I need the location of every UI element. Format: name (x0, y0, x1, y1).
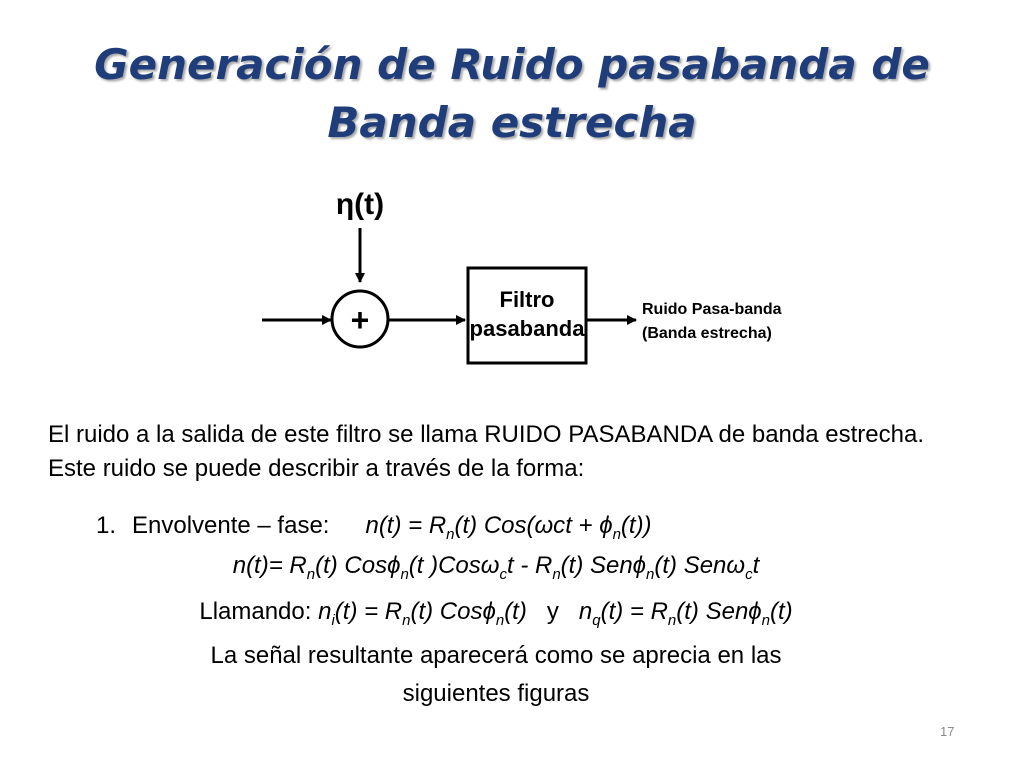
output-label-line-2: (Banda estrecha) (642, 325, 772, 342)
intro-paragraph: El ruido a la salida de este filtro se l… (48, 421, 924, 482)
conclusion-line-2: siguientes figuras (402, 680, 590, 707)
page-number: 17 (940, 724, 955, 739)
in-phase-formula: ni(t) = Rn(t) Cosϕn(t) (318, 598, 527, 629)
quadrature-definition: Llamando: ni(t) = Rn(t) Cosϕn(t) y nq(t)… (96, 594, 896, 639)
conclusion-line-1: La señal resultante aparecerá como se ap… (210, 642, 782, 669)
quadrature-formula: nq(t) = Rn(t) Senϕn(t) (578, 598, 793, 629)
slide-title: Generación de Ruido pasabanda de Banda e… (40, 36, 984, 152)
adder-plus-icon: + (351, 302, 370, 338)
bandpass-filter-box (466, 266, 588, 365)
noise-source-label: η(t) (336, 188, 384, 221)
conjunction: y (546, 598, 559, 625)
title-line-1: Generación de Ruido pasabanda de (94, 40, 930, 89)
filter-label-line-2: pasabanda (470, 316, 586, 341)
expanded-formula: n(t)= Rn(t) Cosϕn(t )Cosωct - Rn(t) Senϕ… (232, 552, 760, 583)
item-number: 1. (96, 512, 117, 539)
filter-label-line-1: Filtro (500, 287, 555, 312)
numbered-item-envolvente: 1. Envolvente – fase: n(t) = Rn(t) Cos(ωct… (96, 510, 652, 551)
item-label: Envolvente – fase: (132, 512, 330, 539)
envelope-phase-formula: n(t) = Rn(t) Cos(ωct + ϕn(t)) (365, 512, 652, 543)
llamando-label: Llamando: (199, 598, 312, 625)
title-line-2: Banda estrecha (327, 98, 697, 147)
output-label-line-1: Ruido Pasa-banda (642, 301, 782, 318)
